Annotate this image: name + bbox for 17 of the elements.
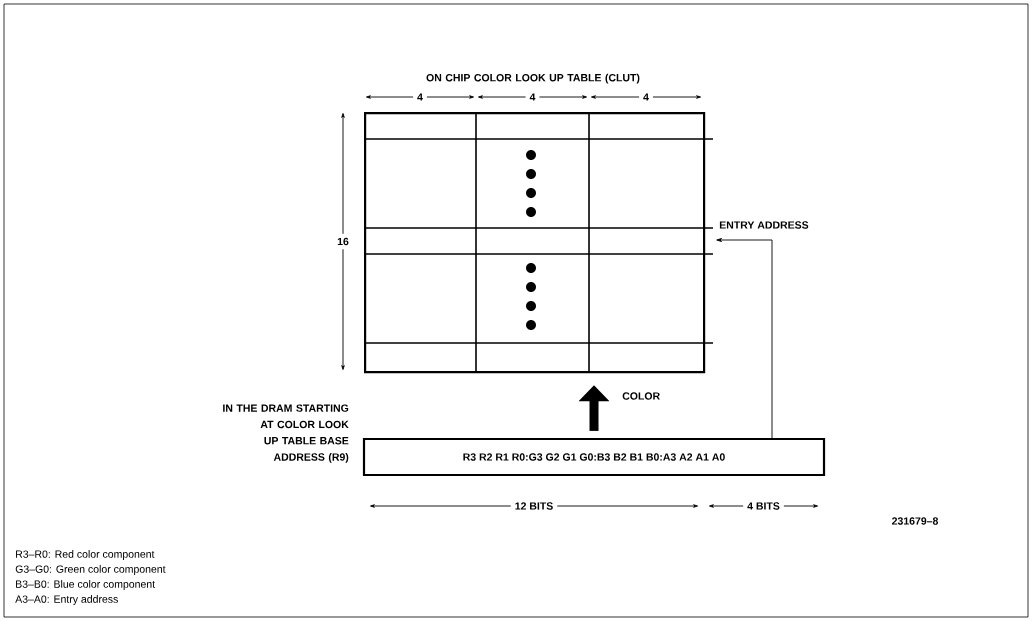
dimension-label: 4 (639, 92, 653, 102)
dimension-label: 4 (413, 92, 427, 102)
note-text: B3–B0: Blue color component (16, 580, 155, 590)
register-box: R3 R2 R1 R0:G3 G2 G1 G0:B3 B2 B1 B0:A3 A2 A1 A0 (362, 437, 826, 477)
dimension-label: 16 (336, 233, 350, 250)
table-heading: ON CHIP COLOR LOOK UP TABLE (CLUT) (426, 73, 640, 84)
register-caption: IN THE DRAM STARTING AT COLOR LOOK UP TABLE BASE ADDRESS (R9) (223, 404, 349, 463)
dimension-label: 12 BITS (510, 501, 558, 511)
note-text: R3–R0: Red color component (16, 550, 155, 560)
dimension-label: 4 (525, 92, 540, 102)
figure-number: 231679–8 (892, 517, 939, 525)
arrow (716, 238, 773, 440)
note-text: G3–G0: Green color component (15, 565, 166, 575)
edge-label: COLOR (621, 391, 662, 401)
note-text: A3–A0: Entry address (15, 595, 118, 605)
edge-label: ENTRY ADDRESS (718, 220, 810, 230)
dimension-label: 4 BITS (743, 501, 784, 511)
